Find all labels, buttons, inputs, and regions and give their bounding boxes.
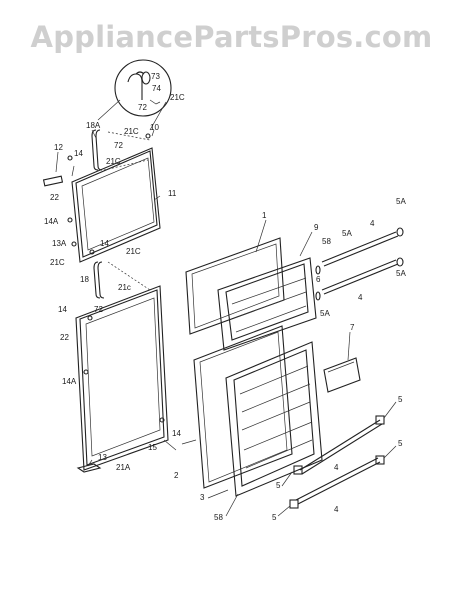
- label-21c: 21C: [126, 247, 141, 256]
- label-5: 5: [398, 395, 403, 404]
- label-14: 14: [58, 305, 67, 314]
- fresh-food-door-liner: [225, 341, 323, 497]
- label-21c: 21C: [50, 258, 65, 267]
- label-4: 4: [358, 293, 363, 302]
- label-13a: 13A: [52, 239, 67, 248]
- label-5: 5: [398, 439, 403, 448]
- label-21a: 21A: [116, 463, 131, 472]
- label-5: 5: [276, 481, 281, 490]
- label-58: 58: [322, 237, 331, 246]
- label-73: 73: [151, 72, 160, 81]
- label-9: 9: [314, 223, 319, 232]
- label-5: 5: [272, 513, 277, 522]
- label-21c: 21C: [106, 157, 121, 166]
- leader-lines: [55, 129, 397, 517]
- lower-shelf-rails: [289, 415, 385, 509]
- label-22: 22: [50, 193, 59, 202]
- label-21c: 21c: [118, 283, 131, 292]
- label-5a: 5A: [320, 309, 330, 318]
- label-14: 14: [74, 149, 83, 158]
- label-72: 72: [94, 305, 103, 314]
- label-5a: 5A: [396, 269, 406, 278]
- label-21c: 21C: [124, 127, 139, 136]
- label-12: 12: [54, 143, 63, 152]
- label-14a: 14A: [62, 377, 77, 386]
- label-3: 3: [200, 493, 205, 502]
- label-14a: 14A: [44, 217, 59, 226]
- hinge-detail-callout: [97, 59, 172, 131]
- freezer-door-panel: [71, 147, 161, 263]
- label-4: 4: [334, 463, 339, 472]
- label-21c: 21C: [170, 93, 185, 102]
- label-13: 13: [98, 453, 107, 462]
- label-5a: 5A: [342, 229, 352, 238]
- label-4: 4: [334, 505, 339, 514]
- label-6: 6: [316, 275, 321, 284]
- label-14: 14: [172, 429, 181, 438]
- upper-shelf-rails: [315, 227, 404, 301]
- label-58: 58: [214, 513, 223, 522]
- freezer-hardware: [42, 133, 151, 255]
- label-14: 14: [100, 239, 109, 248]
- label-18a: 18A: [86, 121, 101, 130]
- watermark-text: AppliancePartsPros.com: [30, 20, 433, 54]
- fresh-food-gasket: [193, 325, 293, 489]
- label-18: 18: [80, 275, 89, 284]
- label-72: 72: [138, 103, 147, 112]
- label-72: 72: [114, 141, 123, 150]
- label-11: 11: [168, 189, 177, 198]
- middle-hinge-bracket: [93, 261, 151, 299]
- freezer-door-liner: [217, 257, 317, 351]
- fresh-food-door-panel: [75, 285, 169, 471]
- label-10: 10: [150, 123, 159, 132]
- dairy-door: [323, 357, 361, 393]
- label-1: 1: [262, 211, 267, 220]
- label-2: 2: [174, 471, 179, 480]
- label-22: 22: [60, 333, 69, 342]
- label-5a: 5A: [396, 197, 406, 206]
- label-15: 15: [148, 443, 157, 452]
- part-labels: 73 74 72 21C 18A 21C 10 72 21C 12 14 11 …: [44, 72, 406, 522]
- label-7: 7: [350, 323, 355, 332]
- label-74: 74: [152, 84, 161, 93]
- label-4: 4: [370, 219, 375, 228]
